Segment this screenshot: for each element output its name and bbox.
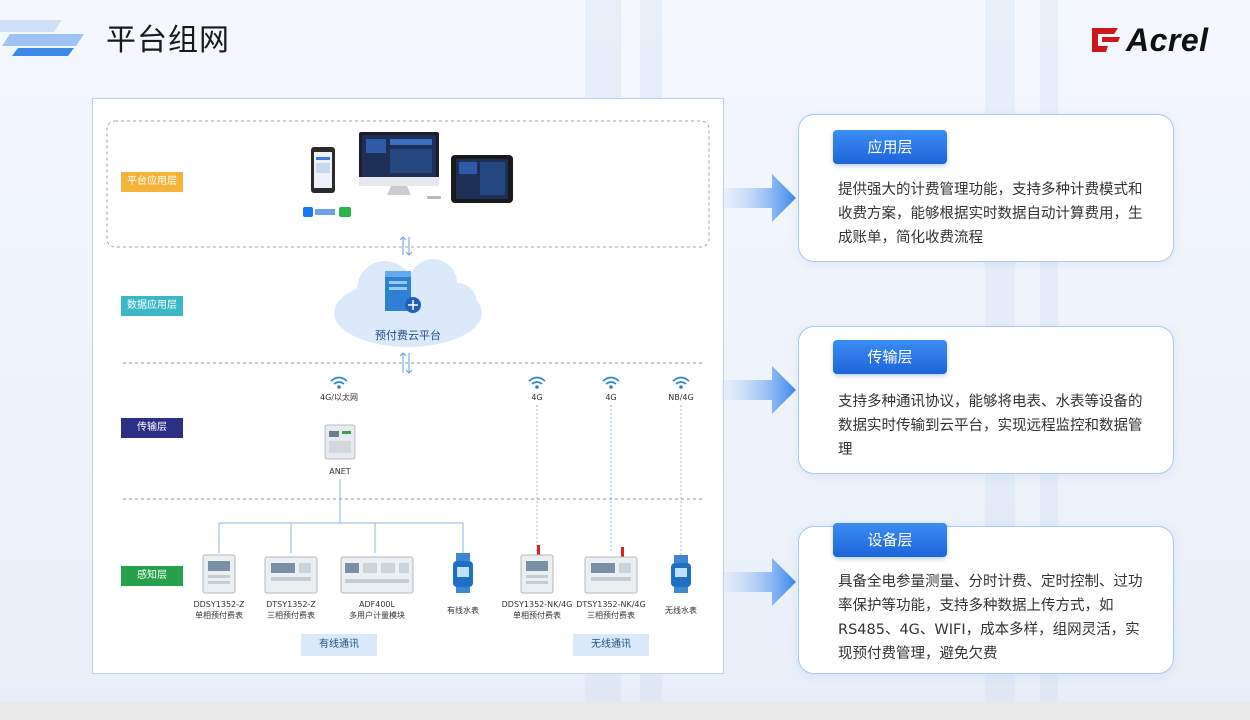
- network-diagram: 平台应用层 数据应用层 传输层 感知层 预付费云平台 4G/以太网 4G 4G …: [92, 98, 724, 674]
- tablet-icon: [451, 155, 513, 203]
- anet-gateway-icon: [324, 424, 356, 460]
- diagram-graphics: [106, 120, 710, 594]
- network-label-ethernet: 4G/以太网: [320, 393, 358, 402]
- page-title: 平台组网: [106, 23, 230, 58]
- cloud-label: 预付费云平台: [375, 329, 441, 342]
- wifi-icon: [672, 376, 690, 389]
- alipay-icon: [303, 207, 335, 217]
- layer-tag-platform: 平台应用层: [121, 172, 183, 192]
- card-text-device: 具备全电参量测量、分时计费、定时控制、过功率保护等功能，支持多种数据上传方式，如…: [838, 574, 1143, 662]
- gateway-label: ANET: [329, 467, 351, 476]
- wifi-icon: [602, 376, 620, 389]
- wireless-water-meter-icon: [671, 555, 691, 593]
- device-model: DTSY1352-Z: [266, 600, 316, 609]
- device-model: DDSY1352-Z: [193, 600, 245, 609]
- device-desc: 多用户计量模块: [349, 611, 405, 620]
- card-title-device: 设备层: [833, 523, 947, 557]
- footer-strip: [0, 702, 1250, 720]
- wechat-icon: [339, 207, 351, 217]
- up-down-arrows-icon: [399, 352, 413, 374]
- device-model: DDSY1352-NK/4G: [501, 600, 573, 609]
- device-desc: 三相预付费表: [587, 611, 635, 620]
- arrow-right-icon: [722, 174, 796, 222]
- acrel-logo-icon: [1092, 28, 1120, 52]
- device-desc: 有线水表: [447, 606, 479, 615]
- three-phase-4g-meter-icon: [584, 547, 638, 594]
- network-label-4g: 4G: [605, 393, 617, 402]
- wifi-icon: [528, 376, 546, 389]
- comm-tag-wireless: 无线通讯: [573, 634, 649, 656]
- device-desc: 单相预付费表: [195, 611, 243, 620]
- single-phase-meter-icon: [202, 554, 236, 594]
- card-title-transport: 传输层: [833, 340, 947, 374]
- card-text-transport: 支持多种通讯协议，能够将电表、水表等设备的数据实时传输到云平台，实现远程监控和数…: [838, 394, 1143, 458]
- wired-water-meter-icon: [453, 553, 473, 593]
- phone-icon: [311, 147, 335, 193]
- arrow-right-icon: [722, 366, 796, 414]
- comm-tag-wired: 有线通讯: [301, 634, 377, 656]
- logo-text: Acrel: [1126, 21, 1209, 58]
- device-model: ADF400L: [359, 600, 395, 609]
- network-label-nb-4g: NB/4G: [668, 393, 694, 402]
- acrel-logo: Acrel: [1092, 20, 1209, 60]
- card-title-application: 应用层: [833, 130, 947, 164]
- arrow-right-icon: [722, 558, 796, 606]
- single-phase-4g-meter-icon: [520, 545, 554, 594]
- network-label-4g: 4G: [531, 393, 543, 402]
- device-model: DTSY1352-NK/4G: [576, 600, 646, 609]
- wifi-icon: [330, 376, 348, 389]
- up-down-arrows-icon: [399, 236, 413, 256]
- server-icon: [385, 271, 421, 313]
- multi-user-module-icon: [340, 556, 414, 594]
- title-decoration-icon: [0, 20, 84, 56]
- layer-tag-sensing: 感知层: [121, 566, 183, 586]
- layer-tag-transport: 传输层: [121, 418, 183, 438]
- layer-tag-data: 数据应用层: [121, 296, 183, 316]
- device-desc: 无线水表: [665, 606, 697, 615]
- device-desc: 单相预付费表: [513, 611, 561, 620]
- desktop-monitor-icon: [359, 132, 441, 199]
- three-phase-meter-icon: [264, 556, 318, 594]
- card-text-application: 提供强大的计费管理功能，支持多种计费模式和收费方案，能够根据实时数据自动计算费用…: [838, 182, 1143, 246]
- device-desc: 三相预付费表: [267, 611, 315, 620]
